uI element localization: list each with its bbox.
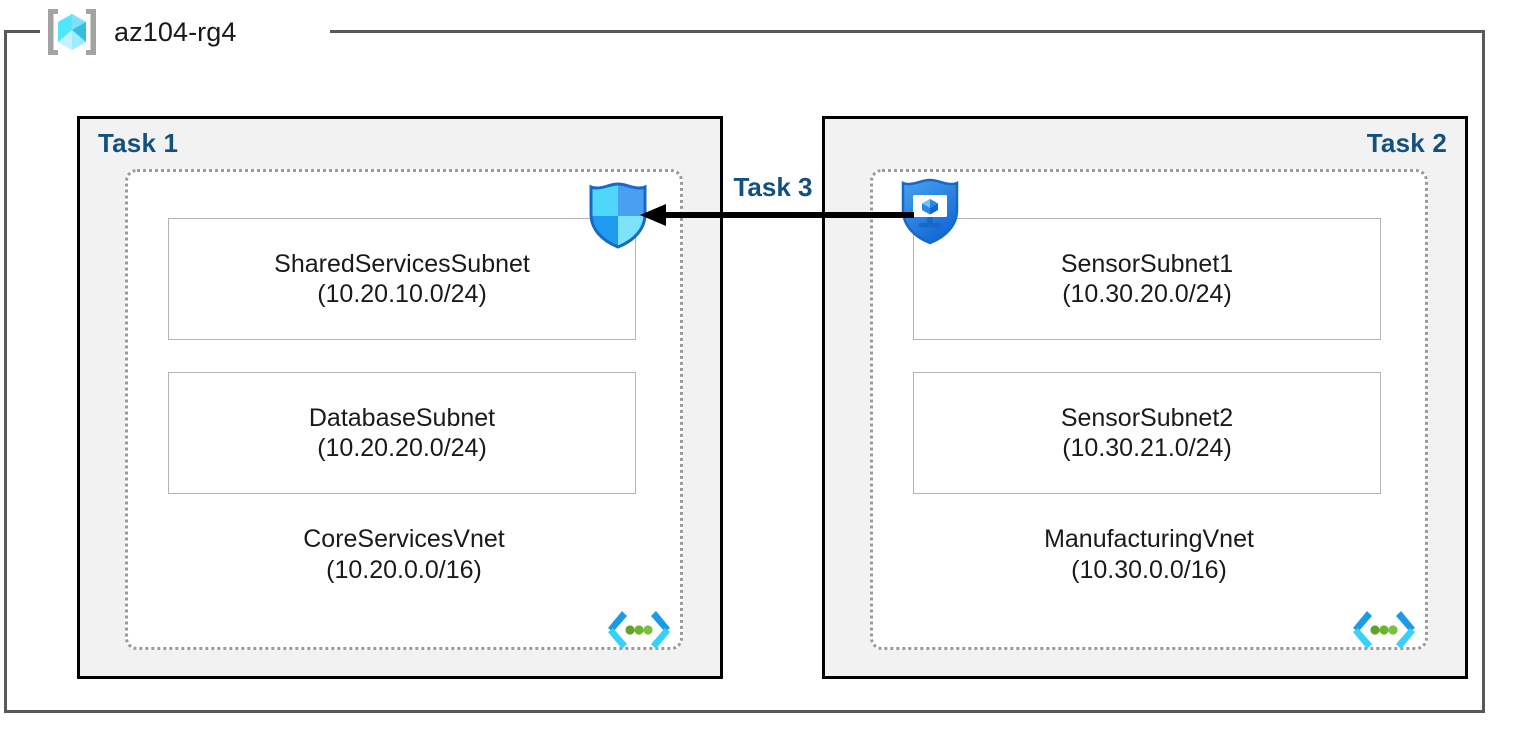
vnet-box-coreservices[interactable]: SharedServicesSubnet (10.20.10.0/24) Dat… [125, 169, 683, 650]
vnet-footer-manufacturing: ManufacturingVnet (10.30.0.0/16) [873, 524, 1425, 585]
shield-monitor-icon[interactable] [897, 176, 963, 246]
subnet-box-sensor1[interactable]: SensorSubnet1 (10.30.20.0/24) [913, 218, 1381, 340]
task-2-label: Task 2 [1366, 128, 1447, 158]
vnet-cidr: (10.20.0.0/16) [326, 555, 482, 584]
peering-arrow-icon [636, 198, 916, 232]
vnet-name: ManufacturingVnet [1044, 525, 1254, 553]
resource-group-title-gap [40, 22, 330, 40]
subnet-box-sensor2[interactable]: SensorSubnet2 (10.30.21.0/24) [913, 372, 1381, 494]
subnet-cidr: (10.30.21.0/24) [1062, 434, 1232, 462]
task-3-label: Task 3 [733, 172, 813, 202]
resource-group-name: az104-rg4 [114, 16, 237, 47]
subnet-cidr: (10.30.20.0/24) [1062, 280, 1232, 308]
virtual-network-icon [604, 607, 674, 653]
virtual-network-icon [1349, 607, 1419, 653]
subnet-cidr: (10.20.20.0/24) [317, 434, 487, 462]
resource-group-frame [4, 30, 1485, 713]
vnet-footer-coreservices: CoreServicesVnet (10.20.0.0/16) [128, 524, 680, 585]
subnet-name: SharedServicesSubnet [274, 249, 530, 278]
peering-shield-icon[interactable] [585, 180, 651, 250]
vnet-box-manufacturing[interactable]: SensorSubnet1 (10.30.20.0/24) SensorSubn… [870, 169, 1428, 650]
subnet-box-database[interactable]: DatabaseSubnet (10.20.20.0/24) [168, 372, 636, 494]
subnet-name: DatabaseSubnet [308, 403, 496, 432]
subnet-cidr: (10.20.10.0/24) [317, 280, 487, 308]
resource-group-icon [44, 6, 100, 58]
task-1-label: Task 1 [98, 128, 179, 158]
vnet-name: CoreServicesVnet [303, 525, 505, 553]
subnet-name: SensorSubnet1 [1060, 249, 1234, 278]
subnet-box-sharedservices[interactable]: SharedServicesSubnet (10.20.10.0/24) [168, 218, 636, 340]
resource-group-header: az104-rg4 [44, 4, 236, 60]
vnet-cidr: (10.30.0.0/16) [1071, 555, 1227, 584]
subnet-name: SensorSubnet2 [1060, 403, 1234, 432]
